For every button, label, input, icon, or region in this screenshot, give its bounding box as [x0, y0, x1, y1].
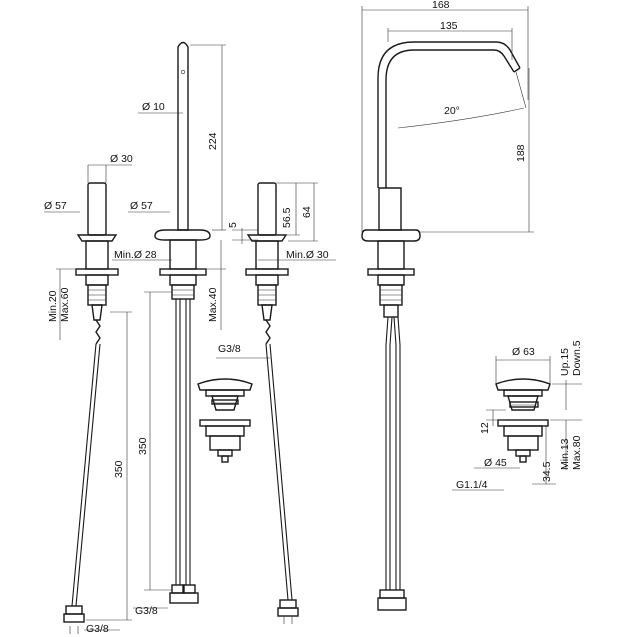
front-spout-dimensions: 168 135 20° 188 — [361, 0, 534, 233]
right-waste-cap — [495, 378, 551, 391]
right-handle-dimensions: 56.5 64 Min.Ø 30 G3/8 — [216, 182, 336, 359]
center-waste-drain — [197, 378, 253, 463]
front-spout-base — [361, 229, 421, 242]
dim-min13: Min.13 — [559, 438, 571, 470]
dim-135: 135 — [440, 20, 458, 32]
front-spout-assembly — [361, 41, 521, 611]
dim-350-mid: 350 — [137, 437, 149, 455]
left-hose-end — [63, 613, 85, 623]
dim-d30-left: Ø 30 — [110, 153, 133, 165]
dim-5: 5 — [227, 222, 239, 228]
dim-min-d28: Min.Ø 28 — [114, 249, 157, 261]
right-waste-dimensions: Ø 63 Up.15 Down.5 12 Min.13 Max.80 Ø 45 … — [452, 340, 583, 491]
front-spout-inner — [385, 49, 515, 188]
middle-spout-sleeve — [169, 239, 197, 270]
right-handle-deck-plate — [245, 268, 289, 276]
middle-spout-assembly — [154, 41, 211, 604]
dim-20-deg: 20° — [444, 105, 460, 117]
front-spout-outer — [377, 41, 521, 188]
dim-d57-left: Ø 57 — [44, 200, 67, 212]
dim-d63: Ø 63 — [512, 346, 535, 358]
dim-max60: Max.60 — [59, 287, 71, 322]
middle-spout-aerator — [180, 69, 186, 75]
dim-64: 64 — [301, 206, 313, 218]
dim-down5: Down.5 — [571, 340, 583, 376]
dim-56-5: 56.5 — [281, 207, 293, 228]
center-waste-cap — [197, 378, 253, 391]
left-handle-assembly — [63, 182, 119, 634]
middle-spout-deck-plate — [159, 268, 207, 276]
dim-max80: Max.80 — [571, 435, 583, 470]
front-hose-a — [385, 316, 389, 590]
middle-spout-dimensions: Ø 10 224 Ø 57 Min.Ø 28 Max.40 5 350 G3/8 — [112, 44, 258, 617]
middle-spout-nut — [169, 274, 197, 286]
dim-g38-mid: G3/8 — [135, 605, 158, 617]
dim-up15: Up.15 — [559, 348, 571, 376]
dim-d10: Ø 10 — [142, 101, 165, 113]
front-spout-deck-plate — [367, 268, 415, 276]
front-hose-b — [393, 316, 397, 590]
middle-spout-thread — [171, 284, 195, 300]
right-handle-body — [257, 182, 277, 236]
dim-34-5: 34.5 — [541, 461, 553, 482]
dim-d57-mid: Ø 57 — [130, 200, 153, 212]
dim-12: 12 — [479, 422, 491, 434]
middle-spout-base — [154, 229, 211, 241]
front-hose-ends — [377, 597, 407, 611]
left-handle-valve — [91, 304, 103, 321]
right-hose-line — [265, 343, 289, 601]
right-waste-drain — [495, 378, 551, 463]
dim-g38-right: G3/8 — [218, 343, 241, 355]
left-handle-escutcheon — [76, 234, 118, 242]
left-handle-body — [87, 182, 107, 236]
dim-g38-left: G3/8 — [86, 623, 109, 635]
left-handle-dimensions: Ø 30 Ø 57 Min.20 Max.60 350 G3/8 — [44, 153, 133, 635]
right-waste-flange — [497, 419, 549, 427]
left-hose-line — [71, 343, 97, 607]
dim-g1-1-4: G1.1/4 — [456, 479, 488, 491]
middle-hose-ends — [169, 592, 199, 604]
center-waste-flange — [199, 419, 251, 427]
left-hose-nut — [65, 605, 83, 615]
middle-spout-tube — [177, 41, 189, 231]
front-spout-body — [378, 187, 402, 231]
left-handle-deck-plate — [75, 268, 119, 276]
dim-min-d30: Min.Ø 30 — [286, 249, 329, 261]
dim-168: 168 — [432, 0, 450, 11]
left-handle-sleeve — [85, 240, 109, 270]
dim-224: 224 — [207, 132, 219, 150]
dim-350-left: 350 — [113, 460, 125, 478]
dim-188: 188 — [515, 144, 527, 162]
left-handle-hose-fitting — [95, 319, 101, 345]
left-handle-nut — [85, 274, 109, 286]
dim-d45: Ø 45 — [484, 457, 507, 469]
dim-max40: Max.40 — [207, 287, 219, 322]
angle-arc — [397, 107, 525, 129]
right-handle-assembly — [245, 182, 299, 624]
dim-min20: Min.20 — [47, 290, 59, 322]
